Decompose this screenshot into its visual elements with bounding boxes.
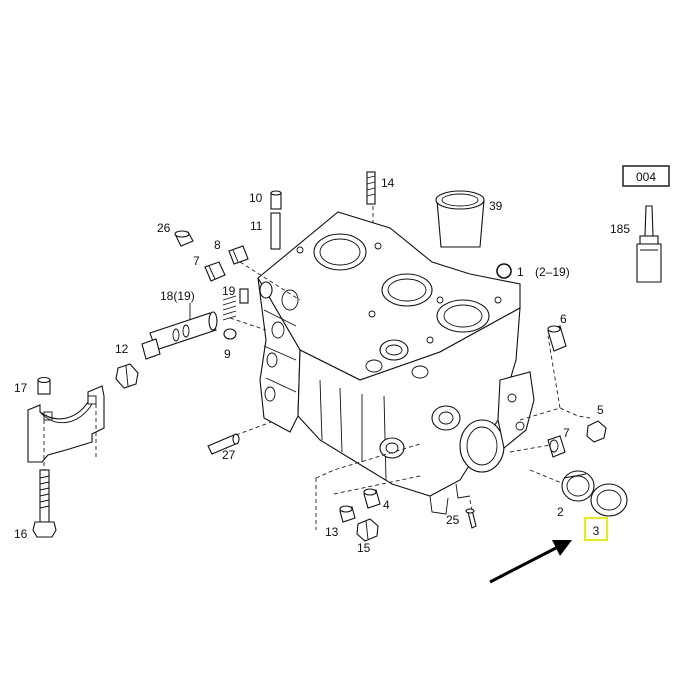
callout-7-lower: 7 [563, 426, 570, 440]
bearing-cap-part[interactable] [27, 385, 105, 470]
plug-7-upper-part[interactable] [204, 261, 226, 282]
dowel-pin-part[interactable] [270, 190, 282, 210]
kit-note: (2–19) [535, 265, 570, 279]
callout-11: 11 [250, 219, 263, 233]
pointer-arrow [489, 540, 572, 584]
sleeve-part[interactable] [270, 212, 281, 250]
callout-27: 27 [222, 448, 236, 462]
callout-2: 2 [557, 505, 564, 519]
ball-seat-part[interactable] [223, 328, 237, 340]
plug-13-part[interactable] [339, 505, 356, 523]
callout-5: 5 [597, 403, 604, 417]
callout-18: 18(19) [160, 289, 195, 303]
plug-4-part[interactable] [363, 488, 381, 509]
plug-bolt-15-part[interactable] [356, 518, 379, 542]
callout-10: 10 [249, 191, 263, 205]
callout-14: 14 [381, 176, 395, 190]
relief-valve-part[interactable] [141, 311, 218, 360]
callout-12: 12 [115, 342, 129, 356]
plug-bolt-12-part[interactable] [115, 363, 139, 389]
callout-17: 17 [14, 381, 28, 395]
bearing-bush-2-part[interactable] [561, 470, 595, 502]
callout-1: 1 [517, 265, 524, 279]
callout-4: 4 [383, 498, 390, 512]
bolt-25-part[interactable] [465, 508, 477, 529]
callout-13: 13 [325, 525, 339, 539]
plug-6-part[interactable] [547, 325, 567, 352]
callout-8: 8 [214, 238, 221, 252]
callout-16: 16 [14, 527, 28, 541]
spring-part[interactable] [222, 288, 249, 321]
cylinder-block[interactable] [257, 211, 535, 515]
callout-3: 3 [593, 524, 600, 538]
page-code-box: 004 [622, 165, 670, 187]
callout-19: 19 [222, 284, 236, 298]
bearing-bush-3-part[interactable] [590, 483, 628, 517]
callout-39: 39 [489, 199, 503, 213]
bushing-part[interactable] [37, 376, 51, 395]
plug-cap-part[interactable] [174, 230, 194, 247]
plug-7-lower-part[interactable] [547, 435, 566, 458]
stud-part[interactable] [366, 171, 376, 205]
callout-25: 25 [446, 513, 460, 527]
guide-pin-part[interactable] [207, 433, 240, 455]
plug-bolt-5-part[interactable] [586, 420, 607, 443]
callout-15: 15 [357, 541, 371, 555]
o-ring-part[interactable] [496, 263, 512, 279]
callout-26: 26 [157, 221, 171, 235]
callout-9: 9 [224, 347, 231, 361]
sealant-tube-part[interactable] [636, 205, 662, 283]
page-code: 004 [636, 170, 656, 184]
cap-bolt-part[interactable] [32, 469, 57, 538]
highlight-box [583, 516, 609, 542]
cylinder-liner-part[interactable] [435, 190, 485, 248]
callout-185: 185 [610, 222, 630, 236]
plug-8-part[interactable] [228, 245, 249, 265]
callout-6: 6 [560, 312, 567, 326]
callout-7-upper: 7 [193, 254, 200, 268]
